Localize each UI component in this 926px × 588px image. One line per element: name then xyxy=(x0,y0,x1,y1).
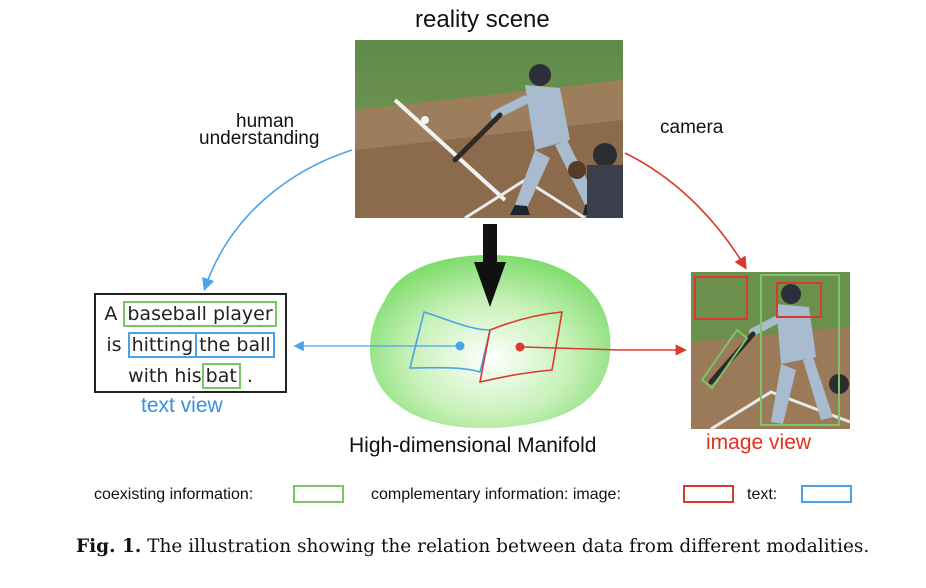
image-coexisting-box-bat xyxy=(700,328,749,390)
to-image-view-arrow xyxy=(523,344,687,356)
text-embedding-sheet xyxy=(408,310,492,374)
coexisting-word-bat: bat xyxy=(201,363,241,389)
human-understanding-label-line2: understanding xyxy=(199,128,320,149)
image-view-photo xyxy=(691,272,850,429)
complementary-phrase-the-ball: the ball xyxy=(195,332,275,358)
text-word-is: is xyxy=(106,334,122,356)
image-complementary-box-background xyxy=(694,276,748,320)
coexisting-phrase-baseball-player: baseball player xyxy=(123,301,277,327)
text-point xyxy=(455,341,465,351)
text-words-with-his: with his xyxy=(128,365,202,387)
camera-label: camera xyxy=(660,117,724,138)
reality-scene-photo xyxy=(355,40,623,218)
manifold-label: High-dimensional Manifold xyxy=(349,434,597,457)
legend-coexisting-swatch xyxy=(293,485,344,503)
image-complementary-box-helmet xyxy=(776,282,822,318)
camera-arrow xyxy=(624,152,747,270)
image-point xyxy=(515,342,525,352)
human-understanding-arrow xyxy=(202,149,353,292)
figure-number: Fig. 1. xyxy=(76,536,142,557)
manifold-blob xyxy=(370,255,611,429)
figure-caption: Fig. 1. The illustration showing the rel… xyxy=(76,535,870,559)
image-view-label: image view xyxy=(706,431,812,454)
human-understanding-label-line1: human xyxy=(236,111,295,132)
legend-complementary-image-label: complementary information: image: xyxy=(371,486,621,503)
reality-scene-label: reality scene xyxy=(415,6,550,33)
legend-complementary-image-swatch xyxy=(683,485,734,503)
image-embedding-sheet xyxy=(478,311,563,384)
legend-coexisting-label: coexisting information: xyxy=(94,486,254,503)
figure-caption-text: The illustration showing the relation be… xyxy=(141,536,870,557)
legend-complementary-text-swatch xyxy=(801,485,852,503)
image-coexisting-box-player xyxy=(760,274,840,426)
text-period: . xyxy=(246,365,253,387)
text-view-label: text view xyxy=(141,394,223,417)
thick-down-arrow xyxy=(474,224,506,307)
legend-complementary-text-label: text: xyxy=(747,486,778,503)
complementary-word-hitting: hitting xyxy=(127,332,198,358)
text-word-a: A xyxy=(104,303,118,325)
